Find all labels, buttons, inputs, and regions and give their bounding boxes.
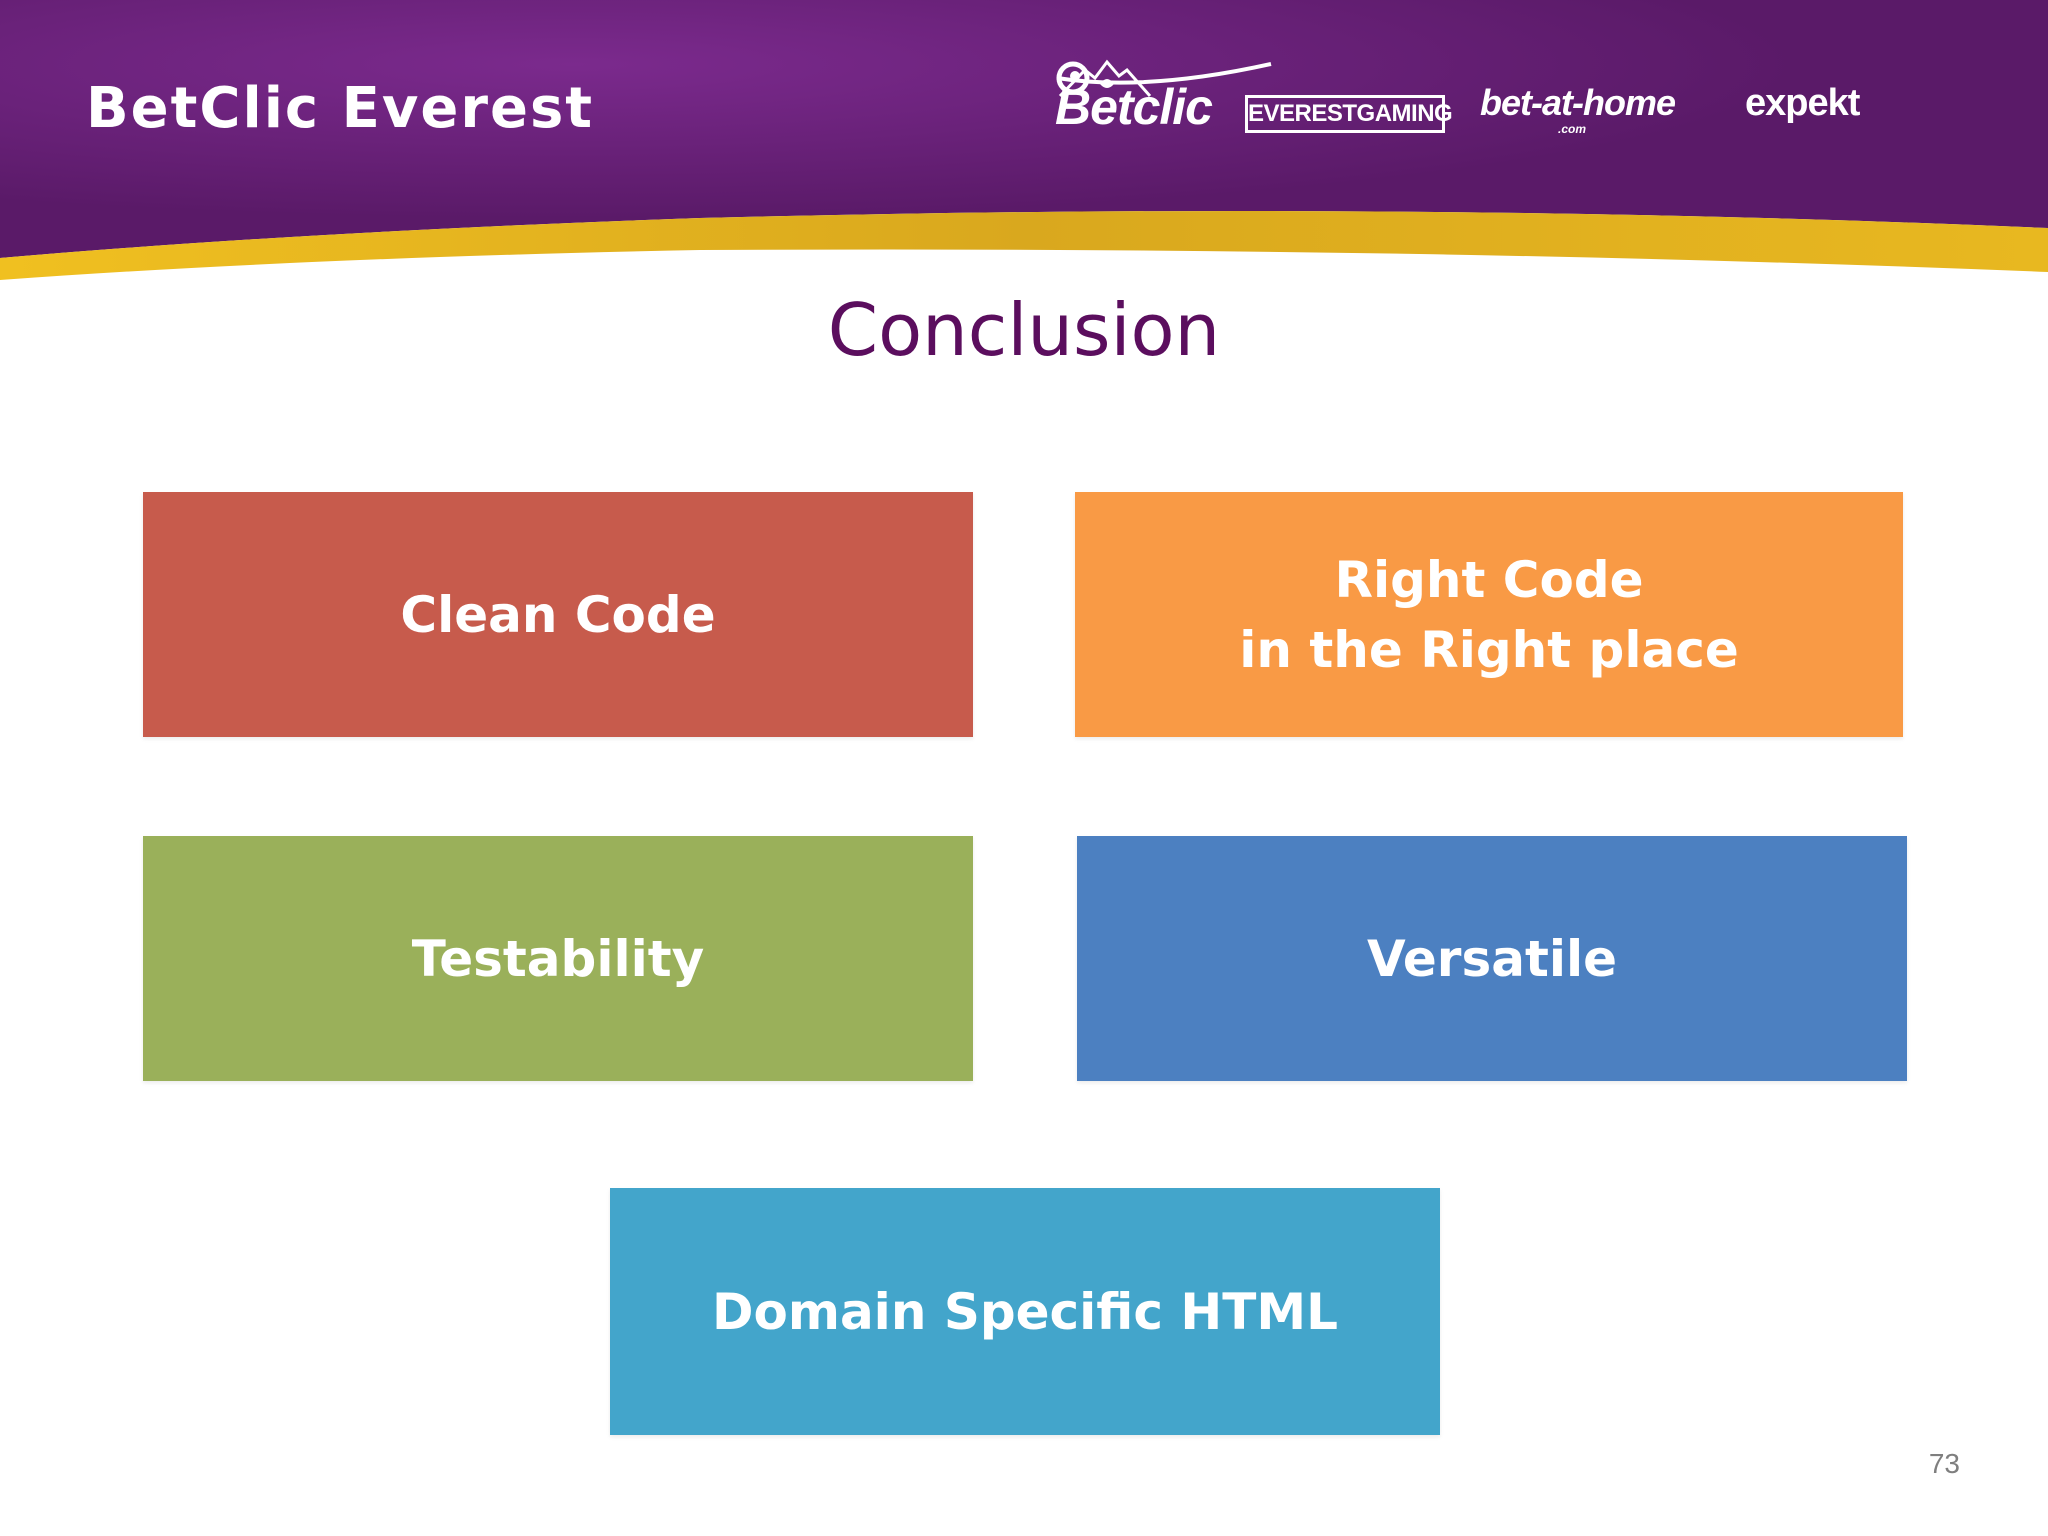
brand-title: BetClic Everest	[86, 76, 595, 141]
clean-code-box: Clean Code	[143, 492, 973, 737]
versatile-box: Versatile	[1077, 836, 1907, 1081]
right-code-box: Right Code in the Right place	[1075, 492, 1903, 737]
page-number: 73	[1928, 1448, 1960, 1479]
testability-box: Testability	[143, 836, 973, 1081]
swoosh-icon	[1056, 62, 1272, 85]
domain-specific-html-box: Domain Specific HTML	[610, 1188, 1440, 1435]
everest-gaming-logo: EVERESTGAMING	[1245, 95, 1453, 133]
banner-background	[0, 0, 2048, 280]
slide-title: Conclusion	[827, 288, 1221, 372]
bet-at-home-logo: bet-at-home	[1480, 82, 1676, 123]
header-banner: BetClic Everest Betclic EVERESTGAMING be…	[0, 0, 2048, 290]
bet-at-home-domain: .com	[1558, 122, 1587, 136]
expekt-swirl-icon	[1056, 61, 1090, 95]
expekt-logo: expekt	[1745, 82, 1860, 124]
